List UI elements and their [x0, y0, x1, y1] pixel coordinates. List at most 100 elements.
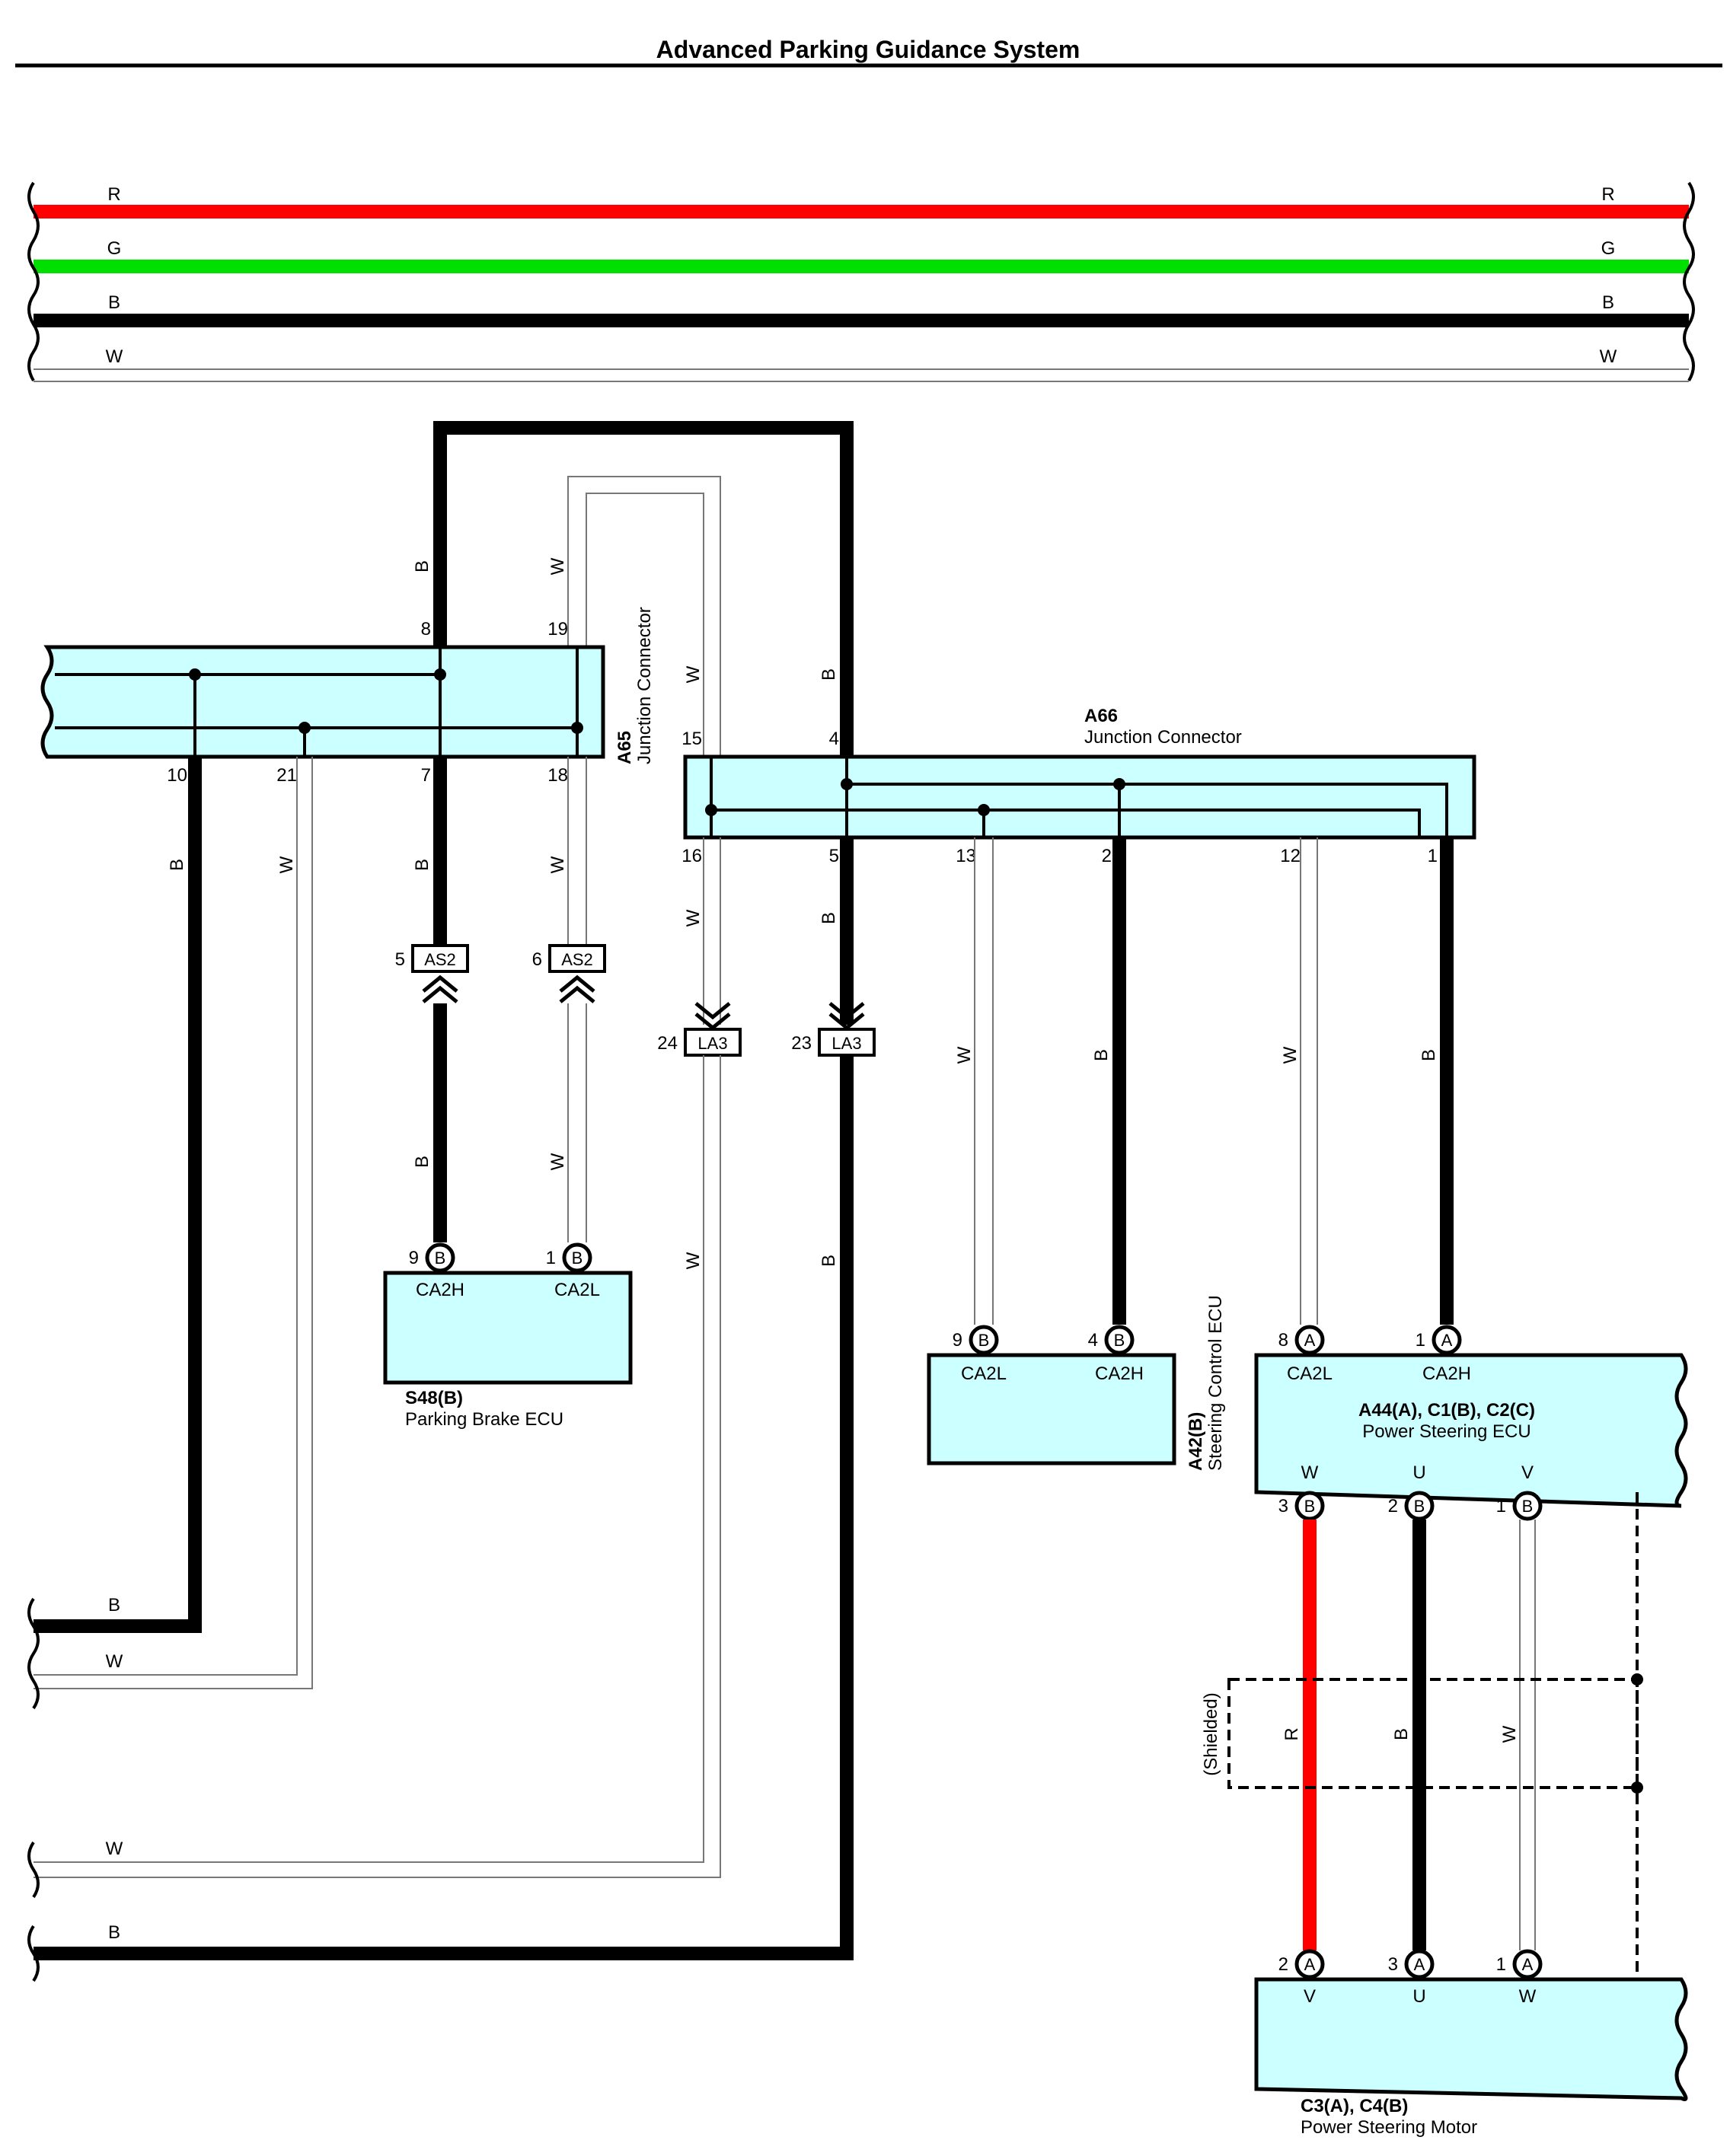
a66-body	[683, 754, 1476, 840]
top-wire-b-label-left: B	[108, 292, 120, 313]
a65-desc: Junction Connector	[634, 607, 655, 764]
ps-ecu-phase-u: U	[1412, 1462, 1425, 1483]
top-wire-bundle: R G B W R G B W	[27, 181, 1695, 382]
wire-b-loop	[433, 421, 854, 758]
break-mark-bottom-left-2	[27, 1841, 40, 1899]
motor-pin-b: 3	[1388, 1954, 1398, 1975]
motor-desc: Power Steering Motor	[1301, 2117, 1477, 2138]
a42-circle-a-label: B	[978, 1331, 990, 1350]
top-wire-g-label-right: G	[1601, 238, 1616, 259]
left-out-b-label-1: B	[108, 1595, 120, 1615]
s48-body	[383, 1271, 633, 1385]
a66-desc: Junction Connector	[1084, 727, 1242, 748]
la3-connectors: LA3 24 LA3 23	[657, 1002, 876, 1057]
wire-w-loop-inner	[586, 493, 704, 758]
la3-pin-a: 24	[657, 1033, 678, 1054]
as2-box-b	[548, 944, 606, 973]
as2-label-a: AS2	[424, 950, 456, 969]
s48-pin-circle-b	[562, 1242, 592, 1273]
a65-name: A65	[614, 731, 635, 764]
motor-circle-b-label: A	[1414, 1955, 1425, 1974]
a65-pin-19: 19	[547, 619, 568, 639]
la3-chevron-a	[694, 1002, 731, 1031]
top-wire-b-label-right: B	[1602, 292, 1614, 313]
ps-ecu-bot-circle-b	[1404, 1491, 1435, 1521]
a42-steering-control-ecu: B B 9 4 CA2L CA2H A42(B) Steering Contro…	[927, 1295, 1226, 1471]
a65-body	[40, 645, 605, 759]
a65-lower-wires: B W B W	[34, 757, 587, 1689]
ps-ecu-bot-circle-b-label: B	[1414, 1497, 1425, 1516]
motor-circle-c	[1512, 1949, 1543, 1979]
motor-phase-v: V	[1304, 1986, 1316, 2007]
wire-w-loop-outer	[567, 476, 721, 758]
a65-junction-connector: 8 19 10 21 7 18 A65 Junction Connector	[40, 607, 655, 786]
s48-desc: Parking Brake ECU	[405, 1409, 563, 1430]
ps-ecu-bot-circle-a-label: B	[1304, 1497, 1316, 1516]
la3-box-b	[818, 1028, 876, 1057]
as2-pin-a: 5	[395, 949, 405, 970]
motor-pin-a: 2	[1278, 1954, 1288, 1975]
wire-label-w-9: W	[683, 1252, 704, 1269]
ps-ecu-phase-w: W	[1301, 1462, 1319, 1483]
a65-pin-7: 7	[421, 765, 431, 786]
wire-label-w-8: W	[1280, 1046, 1301, 1064]
wire-label-b-7: B	[1091, 1049, 1112, 1061]
a42-signal-b: CA2H	[1095, 1363, 1144, 1384]
ps-ecu-bot-pin-a: 3	[1278, 1496, 1288, 1517]
ps-ecu-phase-v: V	[1521, 1462, 1534, 1483]
ps-ecu-bot-circle-c-label: B	[1522, 1497, 1534, 1516]
break-mark-bottom-left-1	[27, 1597, 40, 1710]
motor-body	[1254, 1977, 1688, 2101]
ps-ecu-desc: Power Steering ECU	[1362, 1421, 1531, 1442]
ps-ecu-top-circle-b	[1432, 1325, 1462, 1355]
a65-pin-21: 21	[276, 765, 297, 786]
wire-label-w-2: W	[683, 665, 704, 683]
left-out-w-label-1: W	[106, 1651, 123, 1672]
ps-ecu-signal-a: CA2L	[1287, 1363, 1333, 1384]
a42-pin-b: 4	[1088, 1330, 1098, 1351]
wire-label-r-phase: R	[1282, 1727, 1302, 1740]
s48-pin-circle-a	[425, 1242, 455, 1273]
wire-label-b-8: B	[1419, 1049, 1439, 1061]
motor-pin-c: 1	[1496, 1954, 1506, 1975]
break-mark-left	[27, 181, 40, 382]
s48-pin-b: 1	[546, 1248, 556, 1268]
wire-label-b-phase: B	[1391, 1728, 1412, 1740]
a66-pin-5: 5	[829, 846, 839, 866]
as2-box-a	[411, 944, 469, 973]
a42-desc: Steering Control ECU	[1205, 1295, 1226, 1471]
s48-name: S48(B)	[405, 1388, 463, 1408]
as2-connectors: AS2 5 AS2 6	[395, 944, 606, 1003]
wire-label-w-6: W	[683, 909, 704, 927]
as2-pin-b: 6	[532, 949, 542, 970]
a42-pin-a: 9	[953, 1330, 962, 1351]
shield-label: (Shielded)	[1201, 1692, 1221, 1775]
wire-b-la3-out	[34, 1055, 854, 1960]
wire-w-la3-out-a	[34, 1055, 704, 1863]
motor-name: C3(A), C4(B)	[1301, 2096, 1408, 2116]
motor-circle-b	[1404, 1949, 1435, 1979]
shield-node-1	[1631, 1673, 1643, 1686]
ps-ecu-top-pin-b: 1	[1416, 1330, 1425, 1351]
a66-node-4	[978, 804, 990, 816]
wire-w-la3-out-b	[34, 1055, 721, 1878]
a65-node-3	[298, 722, 311, 734]
a65-pin-18: 18	[547, 765, 568, 786]
motor-phase-wires: (Shielded) R B W	[1201, 1492, 1643, 1978]
la3-box-a	[684, 1028, 742, 1057]
ps-ecu-bot-circle-c	[1512, 1491, 1543, 1521]
a42-signal-a: CA2L	[961, 1363, 1007, 1384]
left-out-b-label-2: B	[108, 1922, 120, 1943]
top-wire-w-label-left: W	[106, 346, 123, 367]
a66-pin-4: 4	[829, 729, 839, 749]
ps-ecu-signal-b: CA2H	[1422, 1363, 1471, 1384]
break-mark-right	[1683, 181, 1695, 382]
ps-ecu-top-pin-a: 8	[1278, 1330, 1288, 1351]
wire-label-w-3: W	[276, 856, 297, 873]
wire-label-b-3: B	[167, 859, 187, 871]
motor-phase-u: U	[1412, 1986, 1425, 2007]
motor-circle-a	[1294, 1949, 1325, 1979]
top-wire-w-label-right: W	[1600, 346, 1617, 367]
top-wire-r-label-right: R	[1601, 184, 1614, 205]
